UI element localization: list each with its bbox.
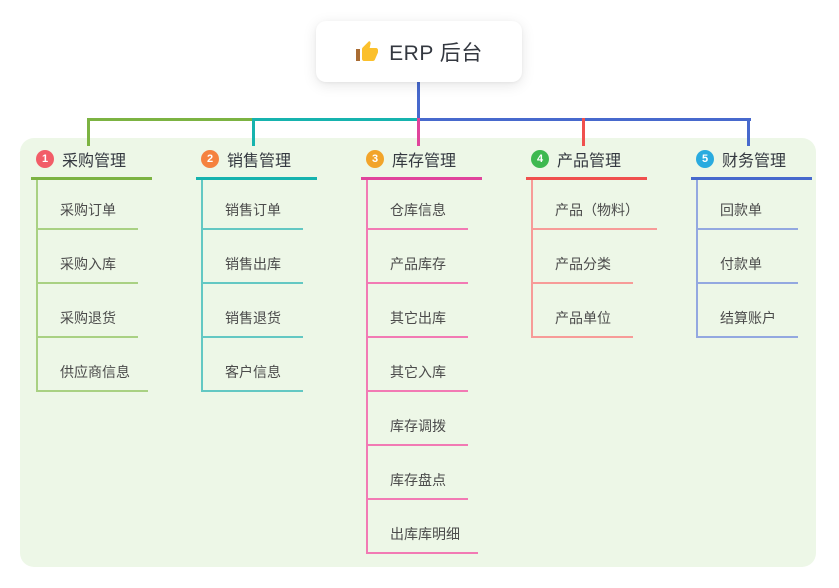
branch-title: 销售管理 — [227, 153, 292, 170]
child-node: 采购退货 — [38, 284, 171, 338]
child-node: 销售出库 — [203, 230, 336, 284]
branch-header[interactable]: 2 销售管理 — [196, 147, 317, 180]
branch-children: 回款单付款单结算账户 — [696, 180, 831, 338]
child-node: 产品单位 — [533, 284, 666, 338]
child-node-label[interactable]: 客户信息 — [203, 362, 303, 392]
branch-children: 采购订单采购入库采购退货供应商信息 — [36, 180, 171, 392]
connector-drop — [747, 118, 750, 146]
branch-children: 仓库信息产品库存其它出库其它入库库存调拨库存盘点出库库明细 — [366, 180, 501, 554]
child-node-label[interactable]: 销售订单 — [203, 200, 303, 230]
branch-number-badge: 5 — [696, 150, 714, 168]
child-node: 仓库信息 — [368, 180, 501, 230]
connector-drop — [417, 118, 420, 146]
child-node: 回款单 — [698, 180, 831, 230]
branches-panel — [20, 138, 816, 567]
child-node: 其它入库 — [368, 338, 501, 392]
branch-children: 产品（物料） 产品分类产品单位 — [531, 180, 666, 338]
branch-number-badge: 1 — [36, 150, 54, 168]
child-node-label[interactable]: 产品（物料） — [533, 200, 657, 230]
branch-column-5: 5 财务管理回款单付款单结算账户 — [691, 147, 831, 338]
child-node-label[interactable]: 结算账户 — [698, 308, 798, 338]
connector-bus-segment — [253, 118, 418, 121]
connector-drop — [87, 118, 90, 146]
child-node: 产品分类 — [533, 230, 666, 284]
child-node: 销售退货 — [203, 284, 336, 338]
child-node: 产品库存 — [368, 230, 501, 284]
child-node-label[interactable]: 仓库信息 — [368, 200, 468, 230]
branch-title: 采购管理 — [62, 153, 127, 170]
child-node-label[interactable]: 出库库明细 — [368, 524, 478, 554]
child-node-label[interactable]: 其它出库 — [368, 308, 468, 338]
branch-column-4: 4 产品管理产品（物料） 产品分类产品单位 — [526, 147, 666, 338]
child-node: 采购订单 — [38, 180, 171, 230]
root-node-label: ERP 后台 — [389, 41, 483, 65]
child-node-label[interactable]: 回款单 — [698, 200, 798, 230]
child-node: 其它出库 — [368, 284, 501, 338]
branch-header[interactable]: 1 采购管理 — [31, 147, 152, 180]
child-node-label[interactable]: 采购入库 — [38, 254, 138, 284]
child-node: 客户信息 — [203, 338, 336, 392]
branch-column-1: 1 采购管理采购订单采购入库采购退货供应商信息 — [31, 147, 171, 392]
child-node-label[interactable]: 销售退货 — [203, 308, 303, 338]
branch-children: 销售订单销售出库销售退货客户信息 — [201, 180, 336, 392]
child-node-label[interactable]: 库存盘点 — [368, 470, 468, 500]
child-node: 供应商信息 — [38, 338, 171, 392]
branch-column-3: 3 库存管理仓库信息产品库存其它出库其它入库库存调拨库存盘点出库库明细 — [361, 147, 501, 554]
connector-stem — [417, 82, 420, 121]
child-node-label[interactable]: 付款单 — [698, 254, 798, 284]
connector-bus-segment — [88, 118, 253, 121]
child-node: 采购入库 — [38, 230, 171, 284]
child-node-label[interactable]: 产品库存 — [368, 254, 468, 284]
branch-header[interactable]: 5 财务管理 — [691, 147, 812, 180]
root-node[interactable]: ERP 后台 — [316, 21, 522, 82]
child-node-label[interactable]: 其它入库 — [368, 362, 468, 392]
branch-number-badge: 2 — [201, 150, 219, 168]
child-node-label[interactable]: 产品单位 — [533, 308, 633, 338]
child-node: 出库库明细 — [368, 500, 501, 554]
branch-title: 库存管理 — [392, 153, 457, 170]
connector-drop — [582, 118, 585, 146]
child-node: 结算账户 — [698, 284, 831, 338]
branch-number-badge: 4 — [531, 150, 549, 168]
child-node-label[interactable]: 采购订单 — [38, 200, 138, 230]
child-node: 付款单 — [698, 230, 831, 284]
branch-header[interactable]: 4 产品管理 — [526, 147, 647, 180]
connector-drop — [252, 118, 255, 146]
child-node: 销售订单 — [203, 180, 336, 230]
branch-title: 财务管理 — [722, 153, 787, 170]
branch-title: 产品管理 — [557, 153, 622, 170]
child-node: 库存盘点 — [368, 446, 501, 500]
child-node: 产品（物料） — [533, 180, 666, 230]
child-node-label[interactable]: 产品分类 — [533, 254, 633, 284]
branch-number-badge: 3 — [366, 150, 384, 168]
branch-column-2: 2 销售管理销售订单销售出库销售退货客户信息 — [196, 147, 336, 392]
child-node-label[interactable]: 供应商信息 — [38, 362, 148, 392]
branch-header[interactable]: 3 库存管理 — [361, 147, 482, 180]
child-node: 库存调拨 — [368, 392, 501, 446]
child-node-label[interactable]: 销售出库 — [203, 254, 303, 284]
child-node-label[interactable]: 库存调拨 — [368, 416, 468, 446]
child-node-label[interactable]: 采购退货 — [38, 308, 138, 338]
thumbs-up-icon — [355, 40, 379, 64]
